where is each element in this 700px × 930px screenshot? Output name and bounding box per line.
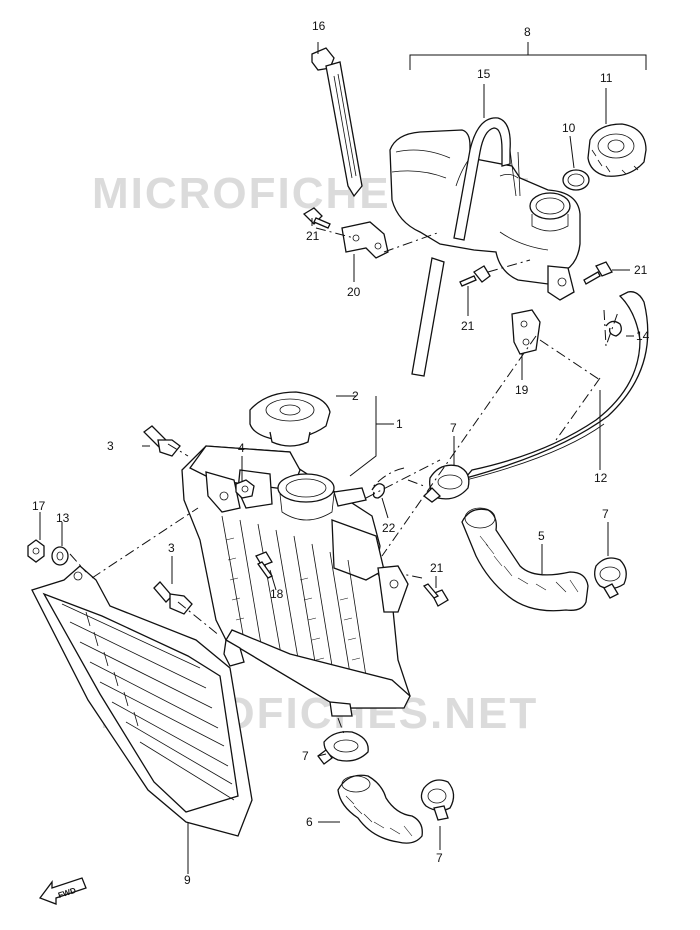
callout-labels: 16 8 15 11 10 21 20 21 21 14 19 2 1 7 3 … bbox=[32, 19, 650, 887]
callout-3-upper: 3 bbox=[107, 439, 114, 453]
leader-lines bbox=[39, 42, 634, 874]
bolt-21-radiator bbox=[422, 583, 449, 607]
bracket-19-part bbox=[511, 309, 541, 355]
callout-9: 8 bbox=[524, 25, 531, 39]
o-ring-part bbox=[562, 169, 590, 191]
callout-21-tank-right: 21 bbox=[634, 263, 648, 277]
callout-11: 11 bbox=[600, 71, 613, 85]
callout-21-radiator: 21 bbox=[430, 561, 444, 575]
long-hose-part bbox=[451, 291, 649, 495]
callout-16: 18 bbox=[270, 587, 284, 601]
bolt-21-tank-right bbox=[583, 261, 613, 285]
hose-clamp-7-lower-left bbox=[317, 731, 369, 765]
reservoir-tank-part bbox=[389, 129, 581, 301]
bolt-21-tank-left bbox=[459, 265, 491, 287]
hose-clamp-7-right bbox=[594, 557, 627, 599]
drain-bolt-upper bbox=[143, 425, 181, 457]
hose-clamp-7-upper bbox=[423, 464, 470, 503]
callout-7-lower-left: 7 bbox=[302, 749, 309, 763]
radiator-part bbox=[181, 445, 411, 717]
callout-13: 15 bbox=[477, 67, 491, 81]
radiator-hose-6-part bbox=[337, 774, 423, 844]
callout-21-top-left: 21 bbox=[306, 229, 320, 243]
callout-6: 6 bbox=[306, 815, 313, 829]
callout-7-lower-right: 7 bbox=[436, 851, 443, 865]
clip-22-part bbox=[371, 483, 386, 499]
drain-bolt-lower bbox=[153, 581, 193, 615]
hose-clamp-7-lower-right bbox=[420, 779, 455, 821]
callout-4: 4 bbox=[238, 441, 245, 455]
dashed-centerlines bbox=[69, 227, 619, 735]
overflow-hose-part bbox=[411, 117, 511, 377]
nut-18-part bbox=[27, 539, 45, 563]
forward-arrow-icon: FWD bbox=[38, 877, 87, 905]
callout-21-tank-left: 21 bbox=[461, 319, 475, 333]
callout-12: 12 bbox=[594, 471, 608, 485]
clip-14-part bbox=[605, 320, 622, 337]
bracket-20-part bbox=[341, 221, 389, 259]
callout-5: 5 bbox=[538, 529, 545, 543]
callout-18: 17 bbox=[32, 499, 46, 513]
callout-19: 19 bbox=[515, 383, 529, 397]
bolt-16-part bbox=[255, 551, 273, 579]
callout-3-lower: 3 bbox=[168, 541, 175, 555]
callout-14: 14 bbox=[636, 329, 650, 343]
callout-2: 2 bbox=[352, 389, 359, 403]
tank-cap-part bbox=[587, 123, 647, 177]
radiator-hose-5-part bbox=[461, 507, 589, 612]
callout-10: 10 bbox=[562, 121, 576, 135]
callout-8: 9 bbox=[184, 873, 191, 887]
nut-4-part bbox=[235, 479, 255, 499]
assembly-bracket-9 bbox=[409, 42, 647, 70]
bolt-21-top-left bbox=[302, 207, 331, 229]
callout-22: 22 bbox=[382, 521, 396, 535]
callout-7-upper: 7 bbox=[450, 421, 457, 435]
washer-17-part bbox=[51, 546, 69, 566]
callout-7-right: 7 bbox=[602, 507, 609, 521]
callout-20: 20 bbox=[347, 285, 361, 299]
callout-17: 13 bbox=[56, 511, 70, 525]
callout-1: 1 bbox=[396, 417, 403, 431]
radiator-cap-part bbox=[249, 391, 331, 447]
callout-15: 16 bbox=[312, 19, 326, 33]
